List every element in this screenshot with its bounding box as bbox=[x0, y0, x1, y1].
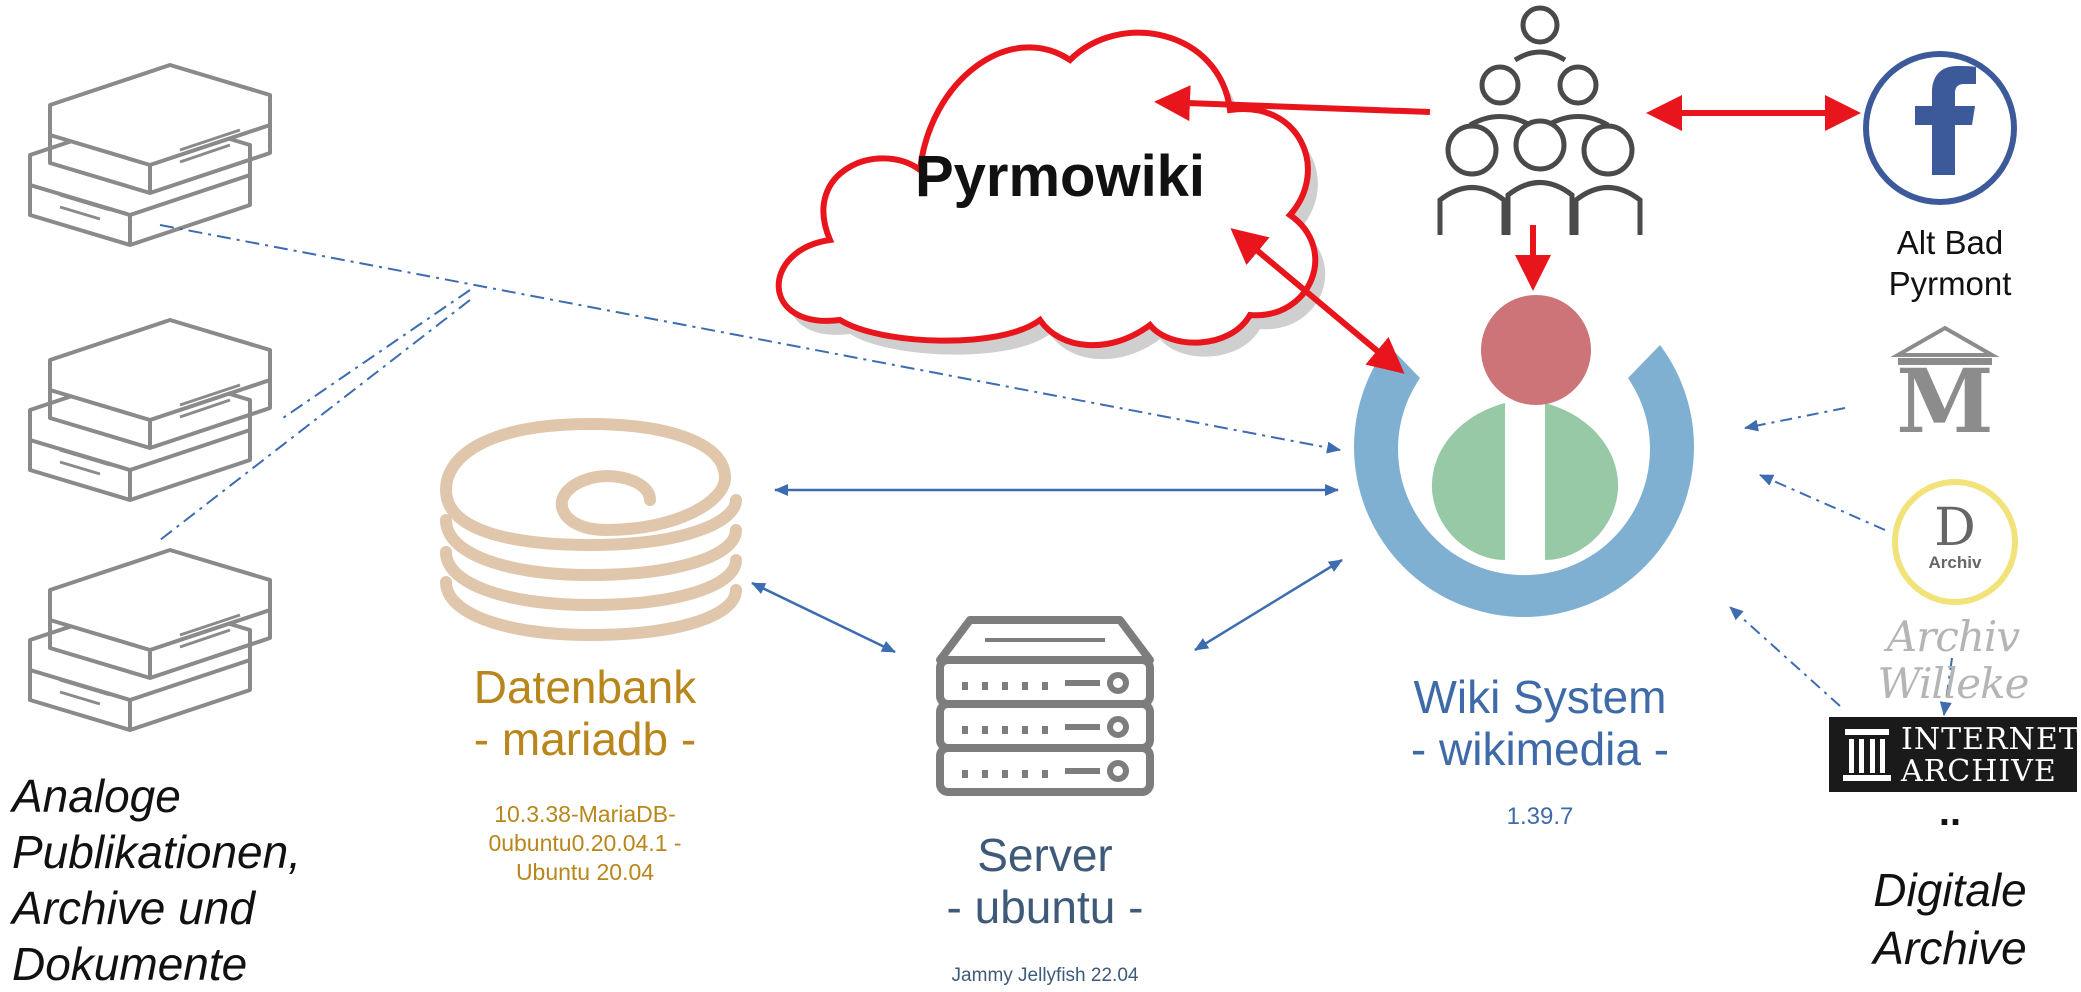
books-caption-line: Analoge bbox=[12, 770, 181, 822]
svg-text:D: D bbox=[1934, 498, 1976, 558]
database-subtitle: - mariadb - bbox=[473, 712, 697, 765]
books-icon bbox=[28, 63, 272, 732]
database-version: 10.3.38-MariaDB- 0ubuntu0.20.04.1 - Ubun… bbox=[420, 800, 750, 886]
server-title-text: Server bbox=[977, 829, 1113, 881]
books-caption-line: Archive und bbox=[12, 882, 255, 935]
facebook-caption-line: Pyrmont bbox=[1888, 265, 2012, 303]
books-caption-line: Publikationen, bbox=[12, 826, 301, 879]
database-version-line: Ubuntu 20.04 bbox=[515, 858, 655, 885]
internet-archive-line: ARCHIVE bbox=[1901, 753, 2057, 789]
database-version-line: 10.3.38-MariaDB- bbox=[494, 801, 676, 827]
wiki-title: Wiki System - wikimedia - bbox=[1365, 671, 1715, 775]
server-subtitle: - ubuntu - bbox=[946, 880, 1144, 933]
wiki-version: 1.39.7 bbox=[1506, 803, 1574, 830]
database-version-line: 0ubuntu0.20.04.1 - bbox=[488, 829, 682, 856]
wiki-title-text: Wiki System bbox=[1413, 671, 1667, 723]
archive-connectors bbox=[1729, 407, 1953, 716]
blue-arrows bbox=[751, 484, 1343, 654]
d-archiv-icon: D bbox=[1892, 479, 2018, 605]
temple-icon bbox=[1843, 729, 1891, 781]
database-title-text: Datenbank bbox=[473, 661, 697, 713]
digital-archives-caption-line: Archive bbox=[1873, 921, 2027, 974]
m-logo-icon: M bbox=[1890, 325, 2000, 453]
digital-archives-caption-line: Digitale bbox=[1873, 864, 2027, 916]
people-group-icon bbox=[1437, 5, 1643, 235]
digital-archives-caption: Digitale Archive bbox=[1835, 862, 2065, 977]
database-icon bbox=[439, 417, 742, 642]
internet-archive-line: INTERNET bbox=[1901, 722, 2080, 757]
facebook-caption-line: Alt Bad bbox=[1896, 224, 2004, 261]
server-title: Server - ubuntu - bbox=[880, 829, 1210, 933]
red-arrows bbox=[1154, 85, 1861, 374]
svg-text:M: M bbox=[1896, 349, 1993, 453]
more-archives-ellipsis: .. bbox=[1938, 790, 1962, 834]
server-icon bbox=[936, 616, 1154, 796]
cloud-label: Pyrmowiki bbox=[914, 144, 1206, 209]
books-caption-line: Dokumente bbox=[12, 938, 248, 991]
facebook-caption: Alt Bad Pyrmont bbox=[1860, 222, 2040, 305]
books-caption: Analoge Publikationen, Archive und Dokum… bbox=[12, 768, 301, 992]
wiki-subtitle: - wikimedia - bbox=[1410, 722, 1670, 775]
internet-archive-text: INTERNET ARCHIVE bbox=[1901, 724, 2080, 787]
wikimedia-icon bbox=[1353, 295, 1695, 618]
facebook-icon bbox=[1863, 51, 2017, 205]
archiv-badge-label: Archiv bbox=[1928, 553, 1982, 572]
server-version: Jammy Jellyfish 22.04 bbox=[951, 965, 1139, 986]
books-to-wiki-connectors bbox=[159, 224, 1341, 541]
database-title: Datenbank - mariadb - bbox=[420, 661, 750, 765]
archiv-willeke-logo: Archiv Willeke bbox=[1877, 612, 2030, 709]
internet-archive-logo: INTERNET ARCHIVE bbox=[1829, 717, 2080, 792]
